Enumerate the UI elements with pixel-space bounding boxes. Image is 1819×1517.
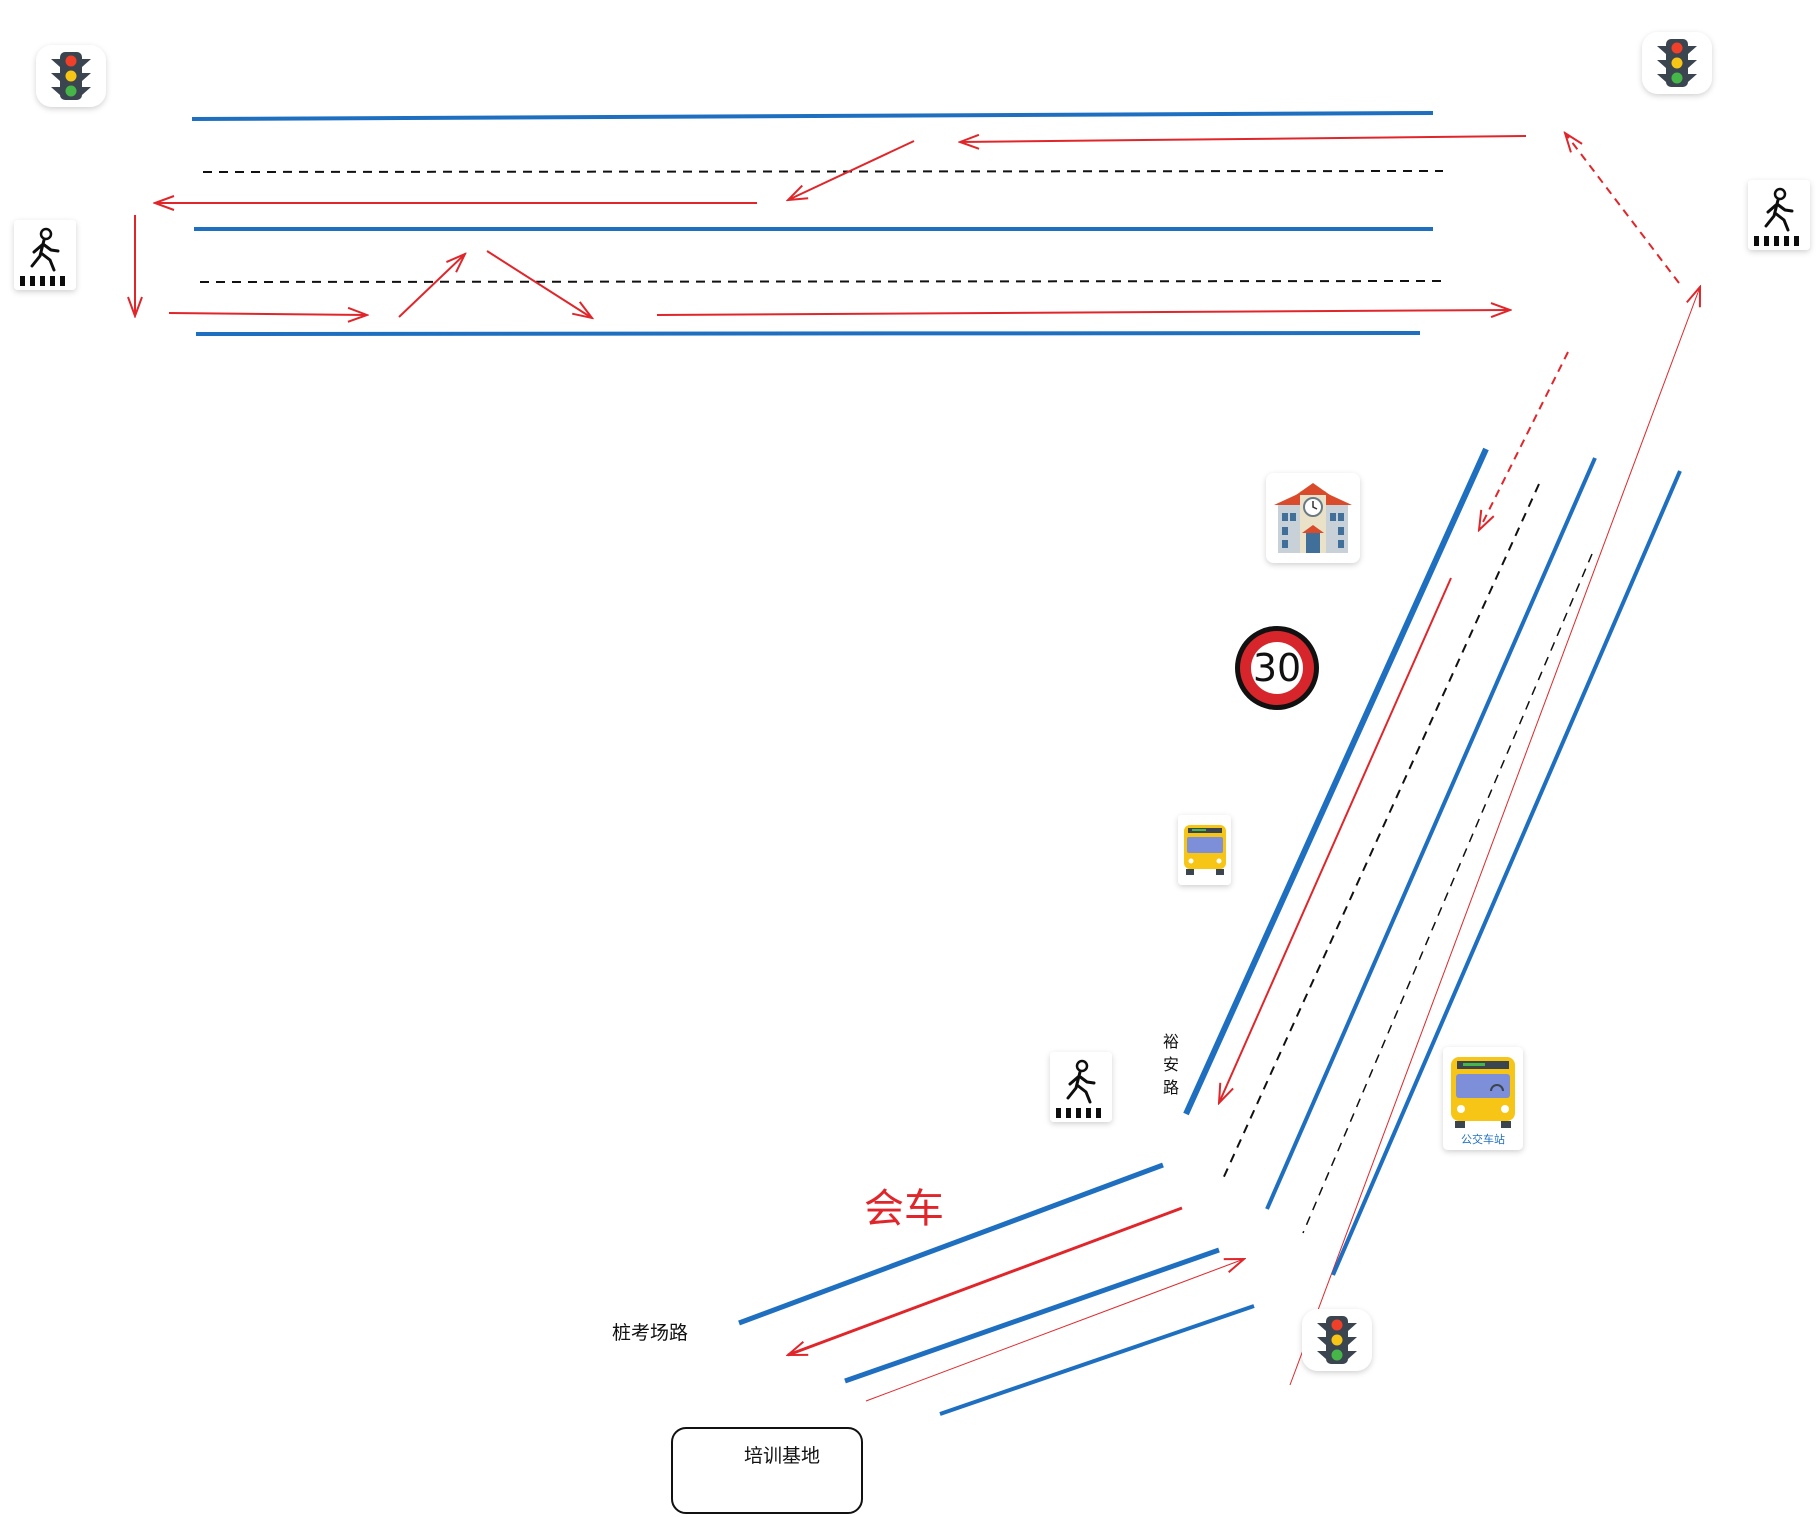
route-arrow-dashed — [1565, 133, 1680, 284]
training-base-box — [671, 1427, 863, 1514]
meeting-label: 会车 — [864, 1186, 944, 1232]
route-arrow — [960, 136, 1527, 142]
traffic-light-icon — [36, 45, 106, 107]
bus-stop-label: 公交车站 — [1461, 1132, 1505, 1146]
road-edge-line — [1331, 470, 1682, 1276]
road-label-char: 裕 — [1163, 1032, 1179, 1051]
traffic-light-icon — [1642, 32, 1712, 94]
speed-limit-value: 30 — [1253, 646, 1301, 690]
bus-stop-icon: 公交车站 — [1443, 1047, 1523, 1150]
top-road-routes — [135, 133, 1700, 1386]
route-arrow — [1219, 577, 1452, 1103]
road-label-char: 安 — [1163, 1055, 1179, 1074]
road-center-line — [844, 1247, 1220, 1384]
road-edge-line — [738, 1162, 1164, 1326]
route-arrow — [398, 254, 465, 318]
speed-limit-sign-icon: 30 — [1235, 626, 1319, 710]
road-edge-line — [191, 111, 1434, 121]
route-arrow — [656, 310, 1510, 315]
lower-road — [738, 1162, 1255, 1416]
training-base-label: 培训基地 — [744, 1445, 820, 1467]
pedestrian-crossing-icon — [1050, 1052, 1112, 1122]
pedestrian-crossing-icon — [1748, 180, 1810, 250]
route-arrow-dashed — [1479, 351, 1569, 530]
lane-divider — [202, 170, 1444, 173]
route-arrow — [1289, 287, 1700, 1386]
road-label-zhuang: 桩考场路 — [612, 1322, 688, 1344]
route-arrow — [788, 1206, 1183, 1357]
road-label-char: 路 — [1163, 1078, 1179, 1097]
road-center-line — [1265, 457, 1597, 1210]
road-label-yuan: 裕 安 路 — [1163, 1032, 1179, 1097]
road-edge-line — [195, 331, 1421, 336]
route-arrow — [168, 313, 367, 315]
top-road — [191, 111, 1444, 336]
pedestrian-crossing-icon — [14, 220, 76, 290]
route-arrow — [486, 250, 592, 318]
bus-icon — [1178, 815, 1231, 885]
lane-divider — [199, 280, 1444, 283]
road-edge-line — [1183, 447, 1489, 1116]
lane-divider — [1302, 553, 1593, 1234]
route-arrow — [788, 140, 915, 200]
training-base: 培训基地 — [671, 1427, 863, 1514]
diagonal-road — [1183, 351, 1682, 1276]
school-building-icon — [1266, 473, 1360, 563]
route-arrow — [865, 1259, 1244, 1402]
road-edge-line — [939, 1304, 1255, 1416]
traffic-light-icon — [1302, 1309, 1372, 1371]
